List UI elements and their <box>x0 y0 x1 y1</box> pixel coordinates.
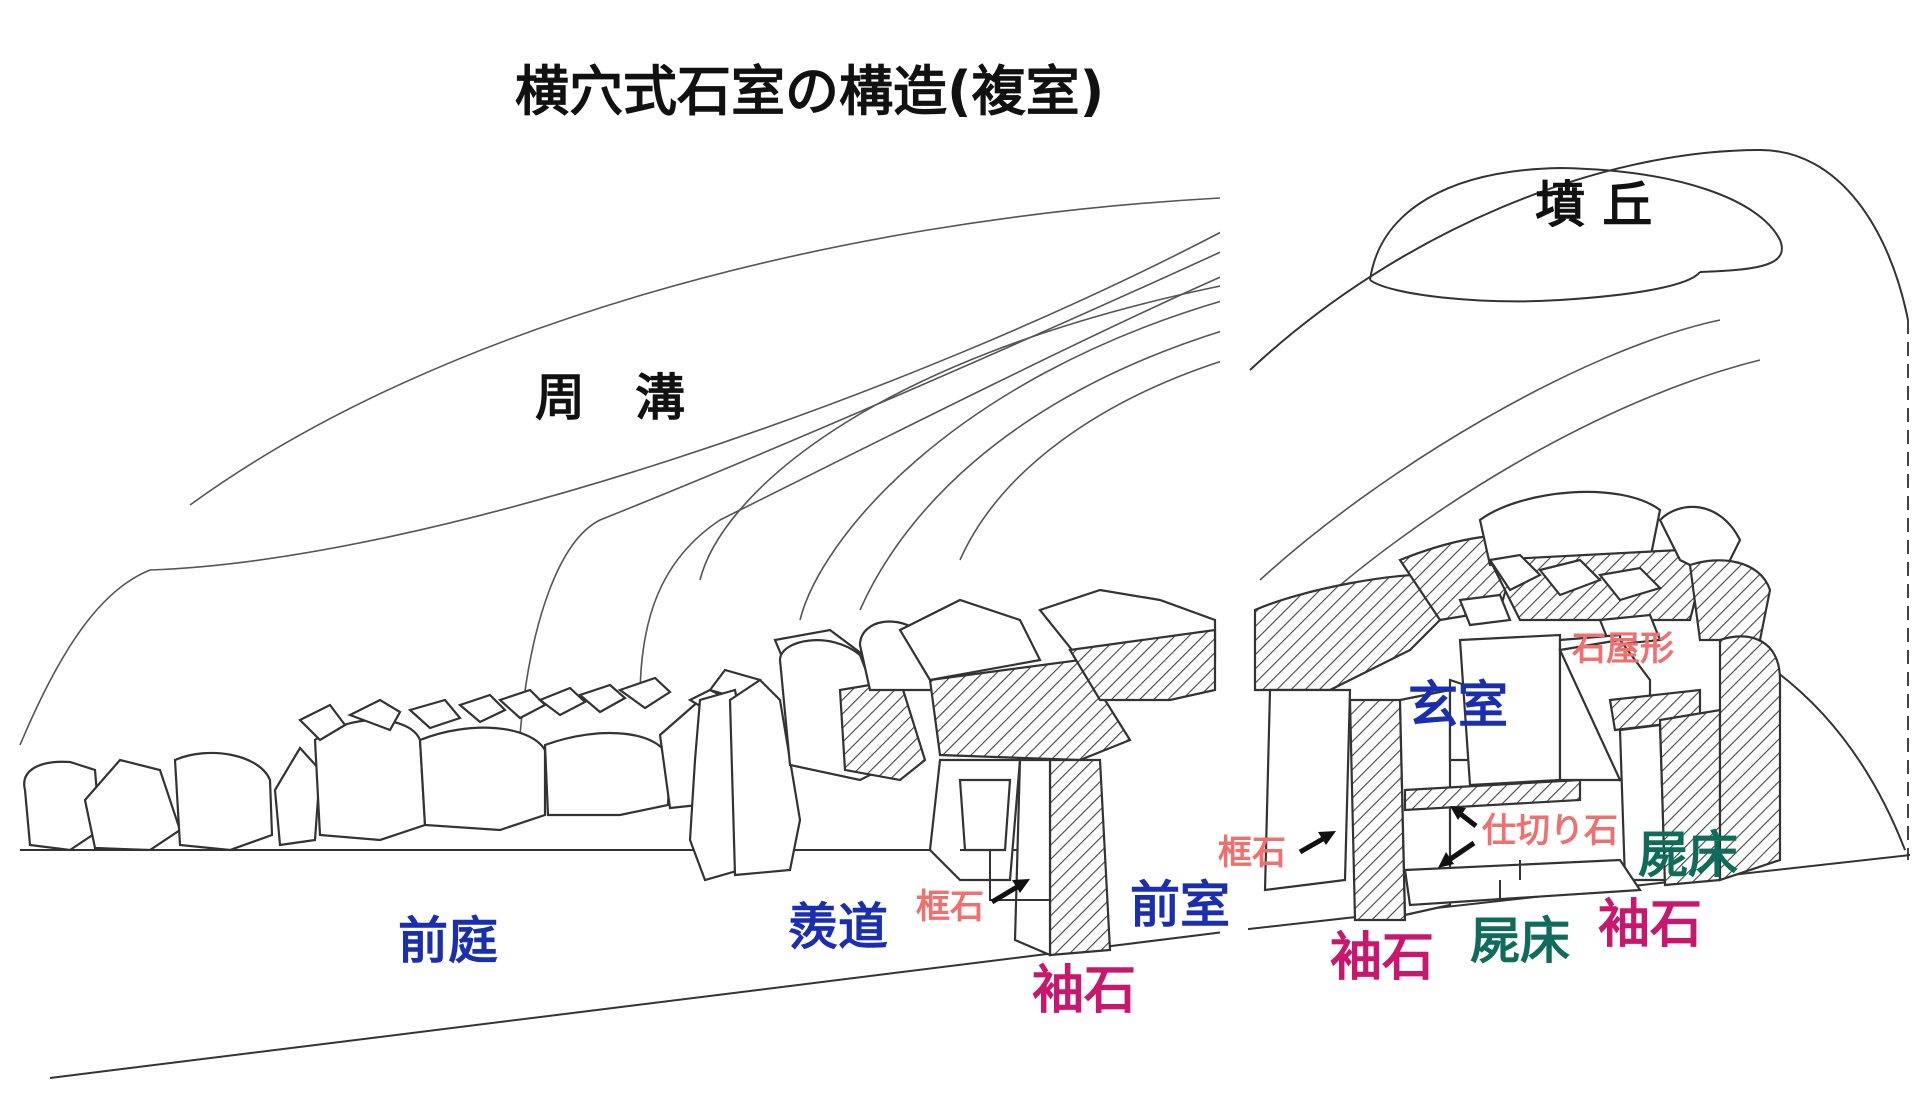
label-ishiyagata: 石屋形 <box>1571 629 1674 669</box>
label-shisho-center: 屍床 <box>1470 912 1570 970</box>
label-sodeishi-front: 袖石 <box>1032 961 1136 1021</box>
front-stone-row <box>23 668 802 882</box>
label-genshitsu: 玄室 <box>1408 676 1508 734</box>
arrow-shikiriishi-up <box>1450 806 1478 828</box>
arrow-kamachiishi-back <box>1298 831 1336 855</box>
labels: 横穴式石室の構造(複室) 周 溝 墳 丘 前庭 羨道 前室 玄室 袖石 袖石 袖… <box>398 60 1738 1021</box>
label-shuko: 周 溝 <box>535 369 685 427</box>
passage-stones <box>773 588 1217 957</box>
pointer-arrows <box>990 806 1478 905</box>
label-sodeishi-left: 袖石 <box>1330 928 1434 988</box>
label-zentei: 前庭 <box>398 912 498 970</box>
diagram-title: 横穴式石室の構造(複室) <box>515 60 1104 123</box>
label-funkyu: 墳 丘 <box>1535 176 1652 234</box>
label-zenshitsu: 前室 <box>1130 876 1230 934</box>
label-shisho-right: 屍床 <box>1638 826 1738 884</box>
label-sodeishi-right: 袖石 <box>1598 895 1702 955</box>
arrow-kamachiishi-front <box>990 879 1030 905</box>
label-shikiriishi: 仕切り石 <box>1482 811 1618 851</box>
label-kamachiishi-front: 框石 <box>916 887 984 927</box>
arrow-shikiriishi-down <box>1438 840 1476 868</box>
mound-outline <box>19 0 1911 1100</box>
label-sendo: 羨道 <box>788 898 888 956</box>
label-kamachiishi-back: 框石 <box>1218 833 1286 873</box>
